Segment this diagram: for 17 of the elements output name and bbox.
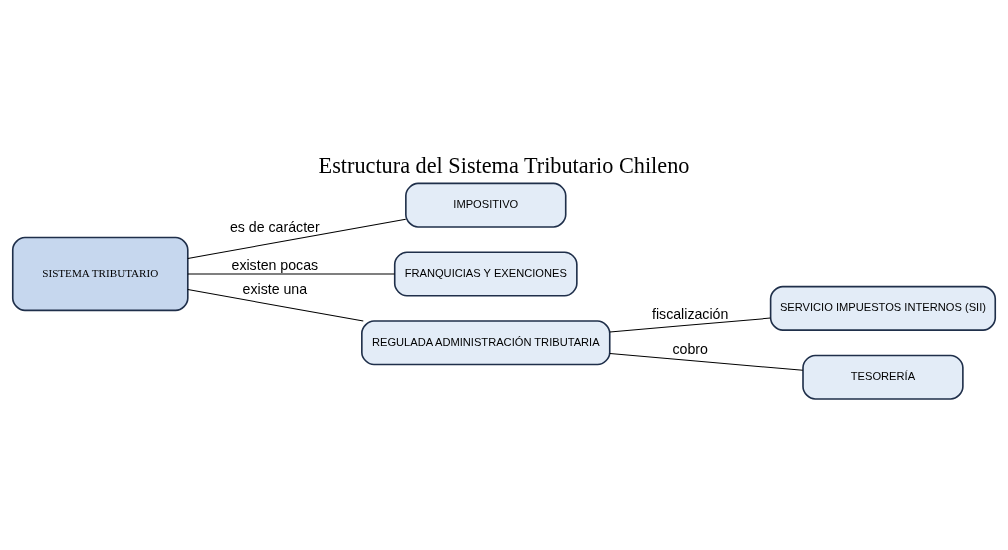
connector: [187, 273, 396, 275]
diagram-title: Estructura del Sistema Tributario Chileno: [318, 152, 690, 178]
node-box: TESORERÍA: [802, 354, 964, 400]
node-box: SISTEMA TRIBUTARIO: [11, 236, 189, 312]
edge-label: cobro: [672, 341, 708, 358]
connector: [187, 289, 364, 322]
connector: [609, 317, 771, 333]
connector: [609, 353, 804, 371]
edge-label: existen pocas: [231, 257, 319, 274]
connector: [187, 218, 407, 259]
node-box: IMPOSITIVO: [405, 182, 567, 228]
edge-label: existe una: [242, 281, 308, 298]
edge-label: fiscalización: [652, 305, 729, 322]
edge-label: es de carácter: [229, 218, 320, 235]
node-box: REGULADA ADMINISTRACIÓN TRIBUTARIA: [361, 320, 611, 366]
node-box: FRANQUICIAS Y EXENCIONES: [393, 251, 578, 297]
node-box: SERVICIO IMPUESTOS INTERNOS (SII): [769, 285, 997, 331]
